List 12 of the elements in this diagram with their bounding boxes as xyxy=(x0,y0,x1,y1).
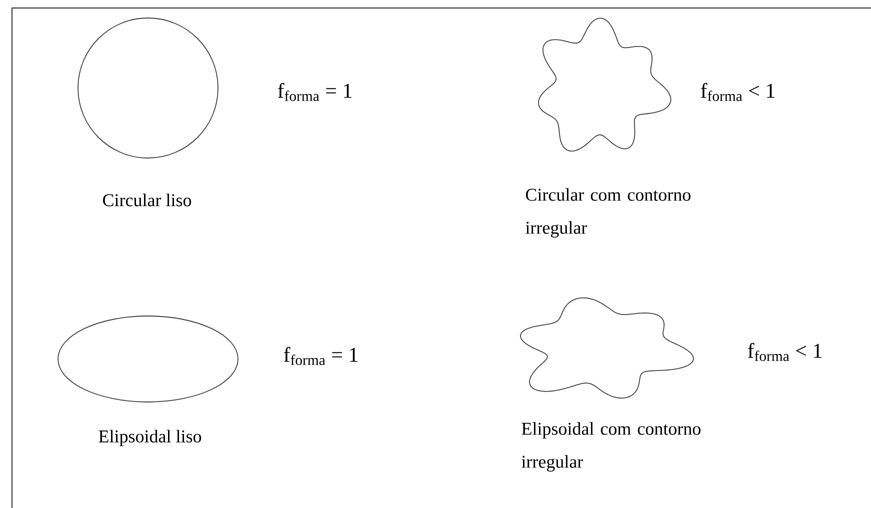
shape-caption: Elipsoidal com contorno irregular xyxy=(522,422,700,472)
ellipse-outline xyxy=(58,316,238,402)
shape-factor-label: f$_{forma}$ < 1 xyxy=(700,82,774,102)
shape-factor-label: f$_{forma}$ = 1 xyxy=(278,82,352,102)
shape-caption: Elipsoidal liso xyxy=(98,430,202,446)
shape-caption: Circular liso xyxy=(103,194,192,206)
shape-caption: Circular com contorno irregular xyxy=(526,188,690,238)
shape-factor-label: f$_{forma}$ < 1 xyxy=(748,342,822,362)
circle-outline xyxy=(78,18,218,158)
irregular-outline xyxy=(538,18,672,152)
shape-factor-label: f$_{forma}$ = 1 xyxy=(284,346,358,366)
irregular-outline xyxy=(520,297,694,399)
